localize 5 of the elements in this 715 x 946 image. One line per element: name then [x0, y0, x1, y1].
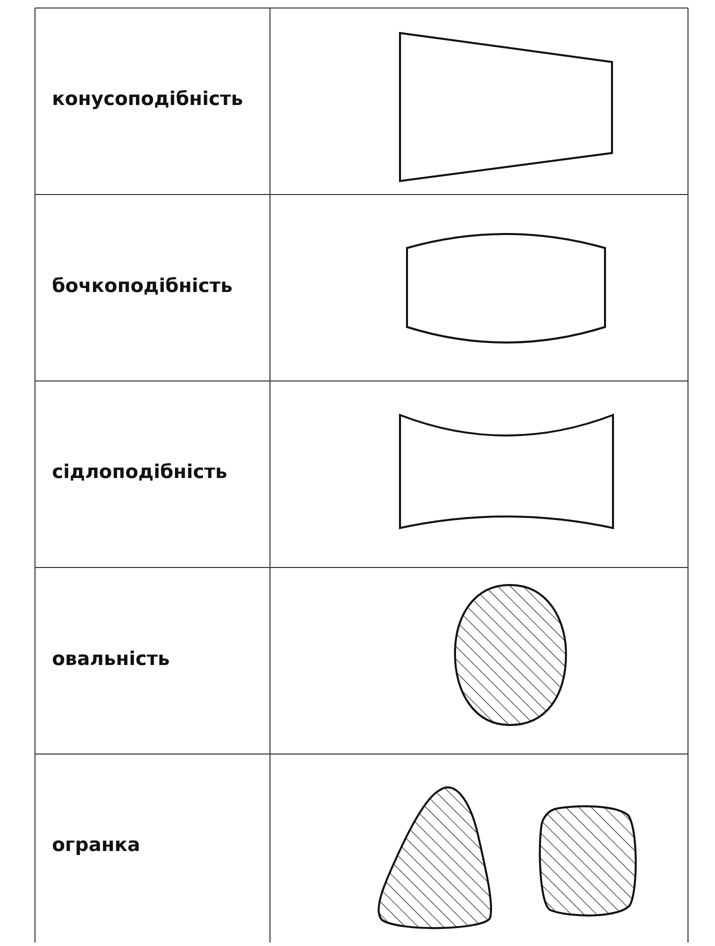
row-label: бочкоподібність: [52, 274, 234, 297]
row-label: сідлоподібність: [52, 461, 228, 484]
row-label: огранка: [52, 834, 142, 856]
row-label: конусоподібність: [52, 88, 244, 110]
row-label: овальність: [52, 648, 171, 670]
